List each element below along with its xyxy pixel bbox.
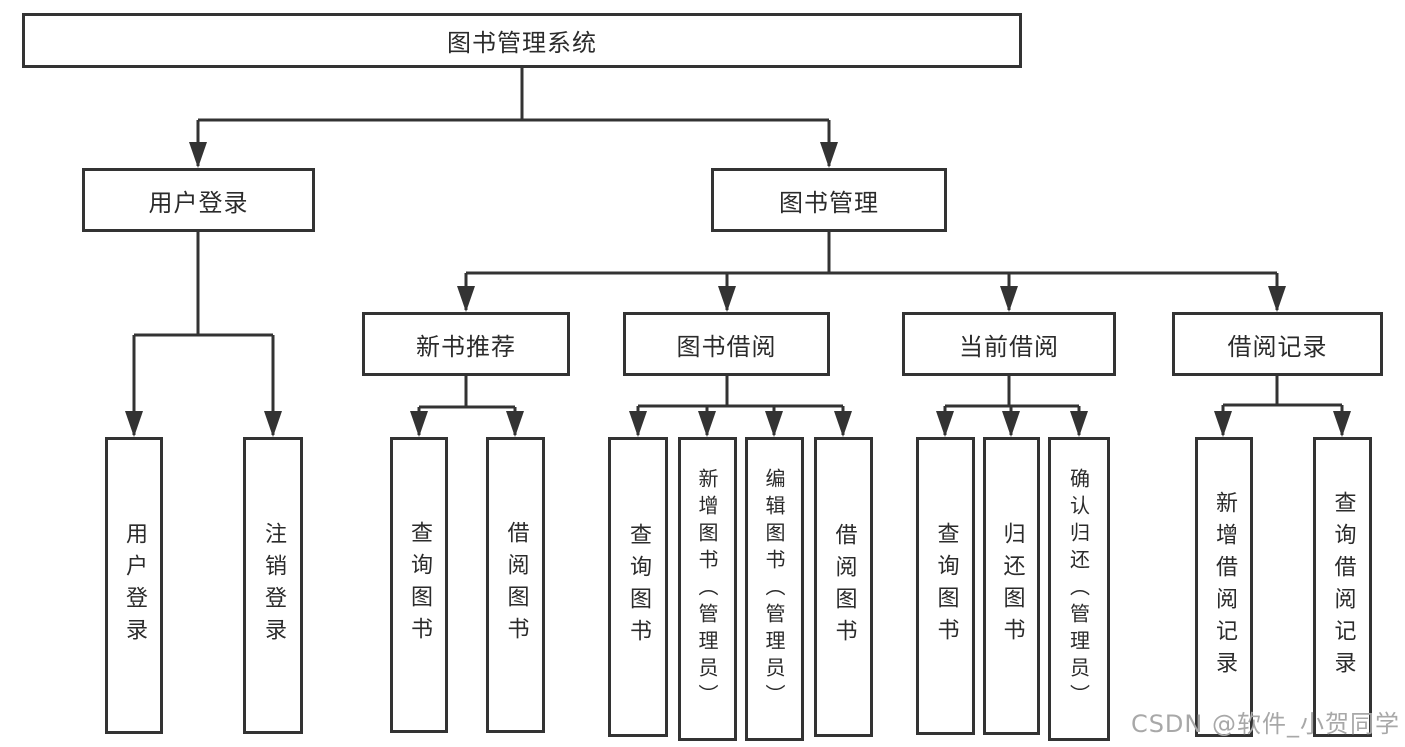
connector-root-split <box>189 68 838 168</box>
leaf-borrow-add-books-admin: 新增图书（管理员） <box>678 437 737 741</box>
connector-recommend-split <box>410 376 524 437</box>
leaf-borrow-edit-books-admin: 编辑图书（管理员） <box>745 437 804 741</box>
node-new-book-recommend: 新书推荐 <box>362 312 570 376</box>
leaf-recommend-query-books: 查询图书 <box>390 437 448 733</box>
leaf-borrow-query-books: 查询图书 <box>608 437 668 737</box>
watermark: CSDN @软件_小贺同学 <box>1130 710 1400 738</box>
node-current-borrow: 当前借阅 <box>902 312 1116 376</box>
connector-borrow-split <box>629 376 852 437</box>
node-book-borrow: 图书借阅 <box>623 312 830 376</box>
leaf-borrow-borrow-books: 借阅图书 <box>814 437 873 737</box>
leaf-current-query-books: 查询图书 <box>916 437 975 735</box>
leaf-current-confirm-return-admin: 确认归还（管理员） <box>1048 437 1110 741</box>
connector-current-split <box>936 376 1088 437</box>
leaf-current-return-books: 归还图书 <box>983 437 1040 735</box>
node-user-login: 用户登录 <box>82 168 315 232</box>
connector-records-split <box>1214 376 1351 437</box>
leaf-user-login: 用户登录 <box>105 437 163 734</box>
leaf-logout: 注销登录 <box>243 437 303 734</box>
node-book-management: 图书管理 <box>711 168 947 232</box>
leaf-recommend-borrow-books: 借阅图书 <box>486 437 545 733</box>
node-root: 图书管理系统 <box>22 13 1022 68</box>
node-borrow-records: 借阅记录 <box>1172 312 1383 376</box>
connector-book-management-split <box>457 232 1286 312</box>
connector-user-login-split <box>125 232 282 437</box>
leaf-records-add-record: 新增借阅记录 <box>1195 437 1253 737</box>
leaf-records-query-record: 查询借阅记录 <box>1313 437 1372 737</box>
